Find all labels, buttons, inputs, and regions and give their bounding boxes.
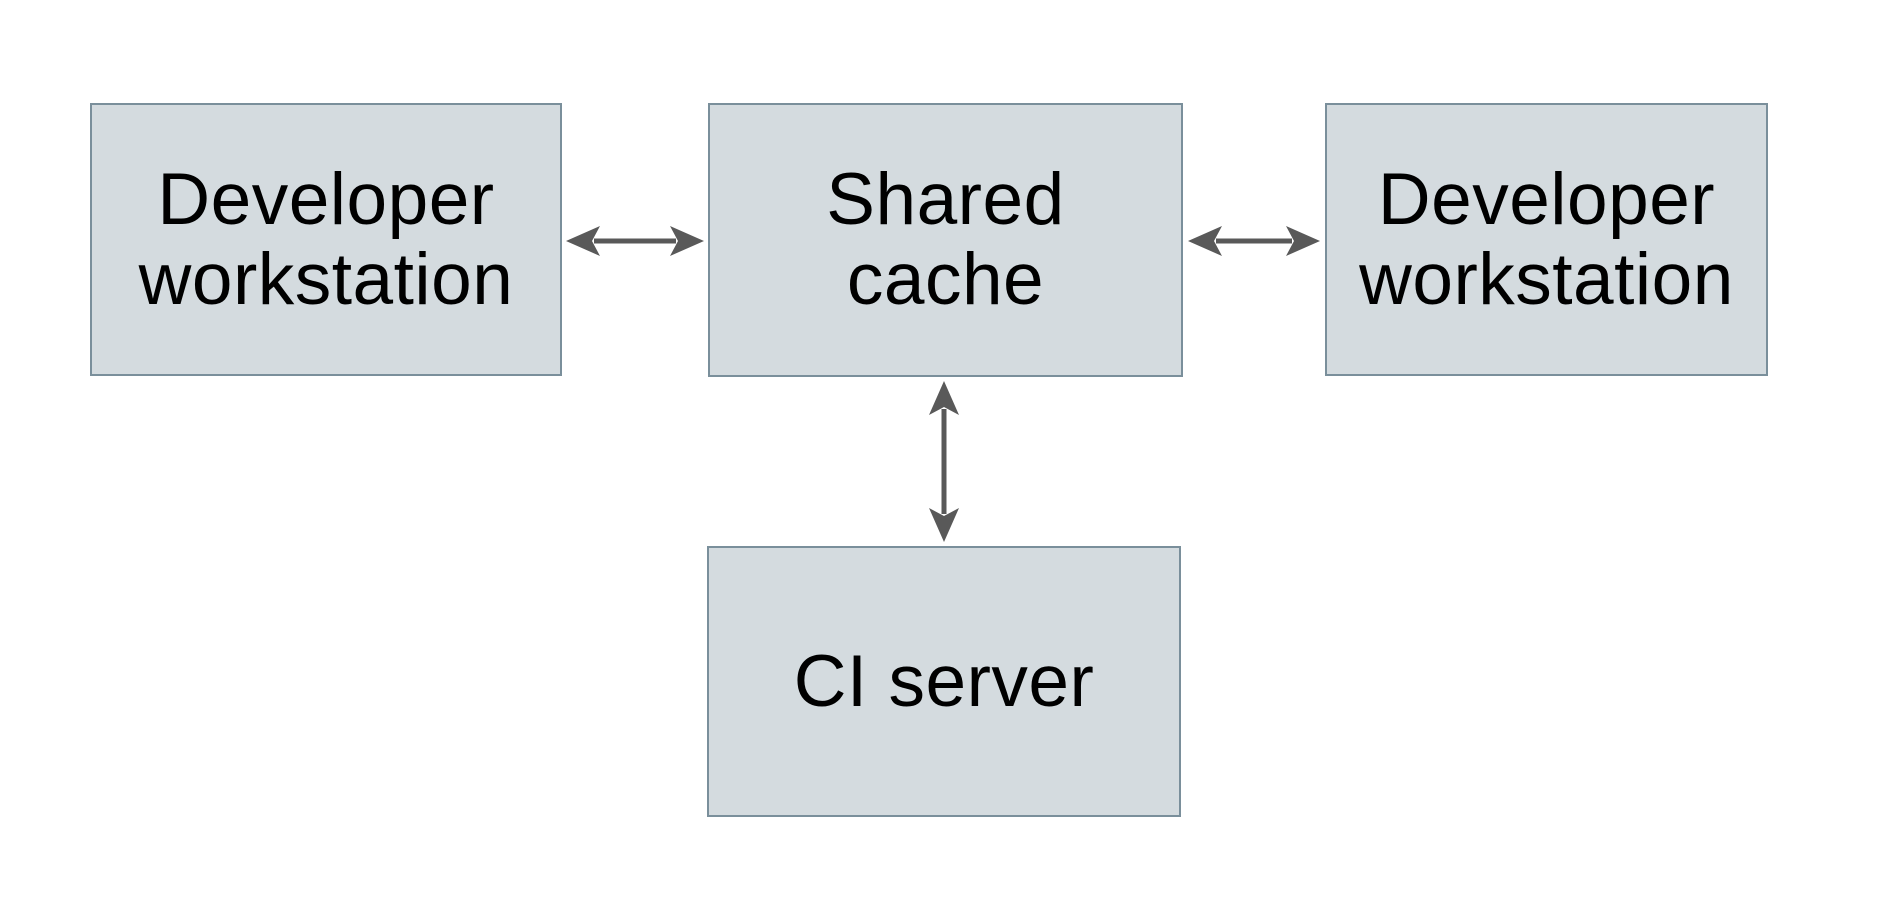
edge-shared-cache-workstation-right-arrow [1188, 226, 1320, 256]
node-shared-cache-label: Shared cache [826, 159, 1065, 320]
node-developer-workstation-left-label: Developer workstation [138, 158, 514, 320]
node-shared-cache: Shared cache [708, 103, 1183, 377]
edge-shared-cache-ci-server-arrow [929, 381, 959, 542]
edge-workstation-left-shared-cache-arrow [566, 226, 704, 256]
node-developer-workstation-right: Developer workstation [1325, 103, 1768, 376]
node-developer-workstation-left: Developer workstation [90, 103, 562, 376]
node-ci-server: CI server [707, 546, 1181, 817]
node-developer-workstation-right-label: Developer workstation [1359, 158, 1734, 320]
node-ci-server-label: CI server [793, 640, 1095, 722]
